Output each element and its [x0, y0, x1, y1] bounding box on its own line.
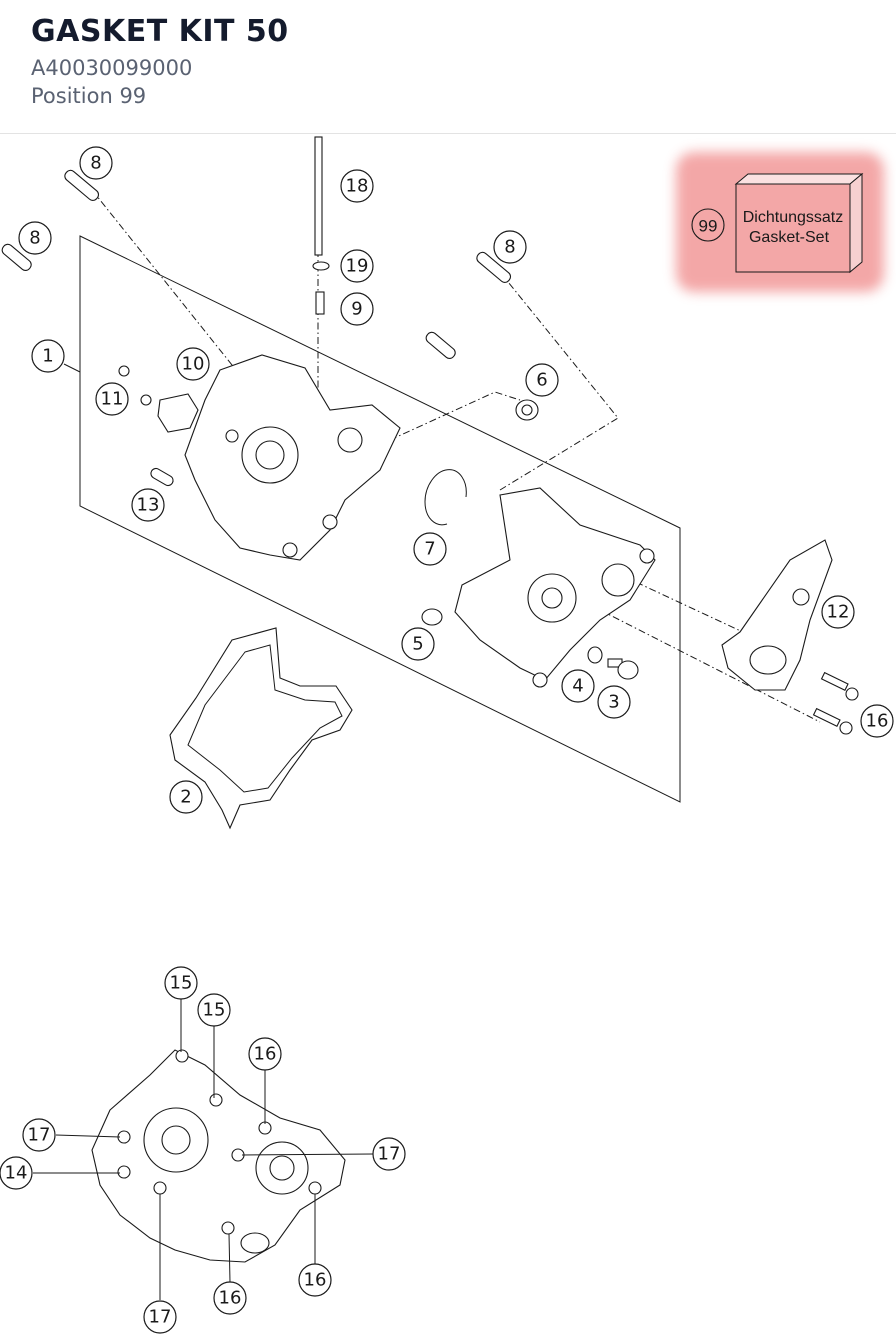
- callout-number: 16: [304, 1270, 327, 1291]
- stud: [314, 136, 323, 256]
- callout-number: 16: [219, 1288, 242, 1309]
- washer-4: [587, 646, 603, 664]
- callout-number: 10: [182, 354, 205, 375]
- callout-number: 9: [351, 299, 362, 320]
- page-title: GASKET KIT 50: [31, 14, 289, 49]
- callout-number: 17: [149, 1307, 172, 1328]
- left-crankcase-half: [184, 354, 401, 561]
- callout-number: 8: [29, 228, 40, 249]
- gasket-set-label-de: Dichtungssatz: [743, 209, 844, 226]
- callout-number: 4: [572, 676, 583, 697]
- callout[interactable]: 19: [340, 249, 374, 283]
- bearing-6: [515, 399, 539, 421]
- callout[interactable]: 15: [164, 966, 198, 1000]
- callout[interactable]: 14: [0, 1156, 33, 1190]
- callout[interactable]: 3: [597, 685, 631, 719]
- dowel-pin: [64, 169, 100, 201]
- callout-number: 19: [346, 256, 369, 277]
- gasket-set-number: 99: [699, 217, 718, 236]
- dowel-pin: [476, 251, 512, 283]
- dowel-pin: [425, 331, 456, 360]
- right-crankcase-half: [454, 487, 656, 688]
- circlip-7: [424, 469, 467, 526]
- callout[interactable]: 18: [340, 169, 374, 203]
- crankcase-bottom-view: [91, 1049, 346, 1263]
- clip-19: [312, 261, 330, 271]
- callout-number: 17: [28, 1125, 51, 1146]
- dowel-pin: [1, 243, 32, 272]
- leader-lines: [33, 363, 374, 1300]
- callout-number: 7: [424, 539, 435, 560]
- gasket-set-label-en: Gasket-Set: [749, 229, 830, 246]
- bush-5: [421, 608, 443, 626]
- callout[interactable]: 7: [413, 532, 447, 566]
- cover-12: [721, 539, 833, 691]
- plug-3: [607, 658, 639, 680]
- position-label: Position 99: [31, 84, 147, 108]
- callout[interactable]: 12: [821, 595, 855, 629]
- screw-11: [118, 365, 130, 377]
- callout-number: 1: [42, 346, 53, 367]
- callout-number: 18: [346, 176, 369, 197]
- callout-number: 14: [5, 1163, 28, 1184]
- callout[interactable]: 16: [213, 1281, 247, 1315]
- callout[interactable]: 5: [401, 627, 435, 661]
- callout-number: 5: [412, 634, 423, 655]
- callout[interactable]: 1: [31, 339, 65, 373]
- crankcase-gasket-2: [169, 627, 353, 830]
- callout-number: 6: [536, 370, 547, 391]
- callout[interactable]: 15: [197, 993, 231, 1027]
- callout-number: 16: [866, 711, 889, 732]
- callout[interactable]: 13: [131, 488, 165, 522]
- callout-number: 8: [90, 153, 101, 174]
- part-number: A40030099000: [31, 56, 193, 80]
- crankcase-frame: [79, 235, 681, 803]
- callout[interactable]: 17: [372, 1137, 406, 1171]
- callout-number: 16: [254, 1044, 277, 1065]
- callout[interactable]: 9: [340, 292, 374, 326]
- callout[interactable]: 16: [248, 1037, 282, 1071]
- callout-number: 17: [378, 1144, 401, 1165]
- callout[interactable]: 10: [176, 347, 210, 381]
- pin-13: [150, 467, 174, 487]
- callout[interactable]: 6: [525, 363, 559, 397]
- bolt-16: [812, 707, 853, 735]
- callout-number: 15: [170, 973, 193, 994]
- callout[interactable]: 4: [561, 669, 595, 703]
- callout[interactable]: 8: [18, 221, 52, 255]
- callout-number: 11: [101, 389, 124, 410]
- callout-number: 12: [827, 602, 850, 623]
- callout[interactable]: 17: [143, 1300, 177, 1334]
- callout-number: 15: [203, 1000, 226, 1021]
- screw-9: [315, 291, 325, 315]
- callout-number: 8: [504, 237, 515, 258]
- callout[interactable]: 16: [298, 1263, 332, 1297]
- screw-11: [140, 394, 152, 406]
- callout-number: 13: [137, 495, 160, 516]
- gasket-10: [157, 393, 199, 433]
- callout[interactable]: 8: [493, 230, 527, 264]
- page-header: GASKET KIT 50 A40030099000 Position 99: [0, 0, 896, 134]
- bolt-16: [820, 671, 859, 701]
- callout[interactable]: 17: [22, 1118, 56, 1152]
- callout[interactable]: 2: [169, 780, 203, 814]
- callout[interactable]: 8: [79, 146, 113, 180]
- callout[interactable]: 11: [95, 382, 129, 416]
- gasket-set-highlight[interactable]: Dichtungssatz Gasket-Set 99: [676, 152, 884, 292]
- callout[interactable]: 16: [860, 704, 894, 738]
- callout-number: 2: [180, 787, 191, 808]
- callout-number: 3: [608, 692, 619, 713]
